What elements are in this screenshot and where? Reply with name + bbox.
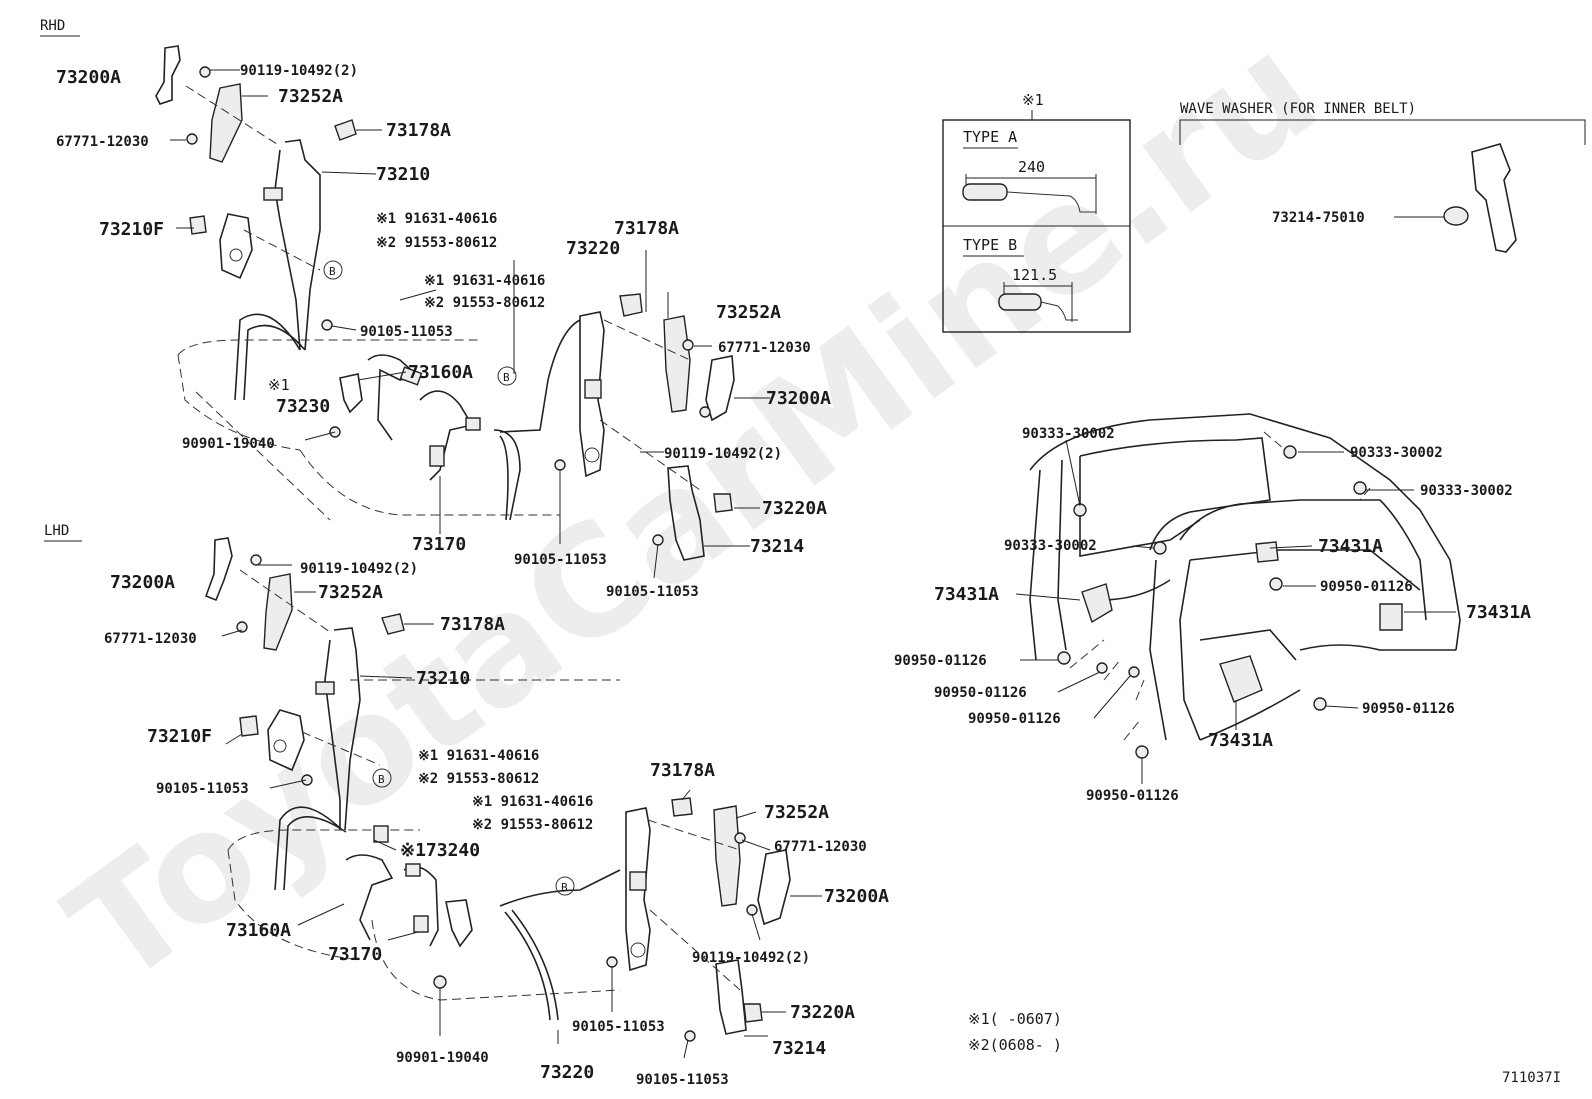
b-marker: B (329, 265, 336, 278)
label-90119-10492[interactable]: 90119-10492(2) (692, 950, 810, 966)
label-90333-30002[interactable]: 90333-30002 (1022, 426, 1115, 442)
label-73210F[interactable]: 73210F (147, 726, 212, 747)
label-67771-12030[interactable]: 67771-12030 (104, 631, 197, 647)
label-note-1: ※1 (268, 376, 290, 394)
label-90119-10492[interactable]: 90119-10492(2) (664, 446, 782, 462)
label-91553-80612[interactable]: ※2 91553-80612 (376, 235, 497, 251)
legend-note-2: ※2(0608- ) (968, 1036, 1062, 1054)
label-91553-80612[interactable]: ※2 91553-80612 (472, 817, 593, 833)
label-90950-01126[interactable]: 90950-01126 (1320, 579, 1413, 595)
lhd-drawing (204, 537, 791, 1042)
rhd-labels: 73200A 90119-10492(2) 73252A 67771-12030… (56, 63, 831, 600)
label-90105-11053[interactable]: 90105-11053 (606, 584, 699, 600)
label-67771-12030[interactable]: 67771-12030 (718, 340, 811, 356)
label-73170[interactable]: 73170 (328, 944, 382, 965)
label-90901-19040[interactable]: 90901-19040 (182, 436, 275, 452)
label-91631-40616[interactable]: ※1 91631-40616 (376, 211, 497, 227)
leader-lines (170, 69, 1456, 1059)
label-73200A[interactable]: 73200A (56, 67, 121, 88)
label-73178A[interactable]: 73178A (440, 614, 505, 635)
wave-washer-part: 73214-75010 (1272, 210, 1365, 226)
body-labels: 90333-30002 90333-30002 90333-30002 9033… (894, 426, 1531, 804)
label-73220[interactable]: 73220 (540, 1062, 594, 1083)
label-90105-11053[interactable]: 90105-11053 (156, 781, 249, 797)
section-lhd: LHD (44, 523, 69, 539)
label-73431A[interactable]: 73431A (1318, 536, 1383, 557)
label-90119-10492[interactable]: 90119-10492(2) (240, 63, 358, 79)
label-73214[interactable]: 73214 (772, 1038, 826, 1059)
wave-washer-title: WAVE WASHER (FOR INNER BELT) (1180, 101, 1416, 117)
label-73200A[interactable]: 73200A (766, 388, 831, 409)
label-90105-11053[interactable]: 90105-11053 (360, 324, 453, 340)
label-73230[interactable]: 73230 (276, 396, 330, 417)
label-73178A[interactable]: 73178A (386, 120, 451, 141)
label-90105-11053[interactable]: 90105-11053 (572, 1019, 665, 1035)
type-b-title: TYPE B (963, 236, 1017, 254)
label-91631-40616[interactable]: ※1 91631-40616 (418, 748, 539, 764)
label-73240[interactable]: ※173240 (400, 840, 480, 861)
label-73200A[interactable]: 73200A (824, 886, 889, 907)
watermark: ToyotaCarMine.ru (39, 2, 1348, 1019)
label-73431A[interactable]: 73431A (1208, 730, 1273, 751)
label-91553-80612[interactable]: ※2 91553-80612 (418, 771, 539, 787)
type-b-dim: 121.5 (1012, 266, 1057, 284)
label-73252A[interactable]: 73252A (764, 802, 829, 823)
lhd-labels: 73200A 90119-10492(2) 73252A 67771-12030… (104, 561, 889, 1088)
label-73200A[interactable]: 73200A (110, 572, 175, 593)
label-73210[interactable]: 73210 (376, 164, 430, 185)
label-90950-01126[interactable]: 90950-01126 (1086, 788, 1179, 804)
type-a-dim: 240 (1018, 158, 1045, 176)
label-91631-40616[interactable]: ※1 91631-40616 (472, 794, 593, 810)
label-73431A[interactable]: 73431A (1466, 602, 1531, 623)
type-a-title: TYPE A (963, 128, 1017, 146)
label-73178A[interactable]: 73178A (650, 760, 715, 781)
label-73178A[interactable]: 73178A (614, 218, 679, 239)
diagram-code: 711037I (1502, 1070, 1561, 1086)
label-73220[interactable]: 73220 (566, 238, 620, 259)
label-73220A[interactable]: 73220A (790, 1002, 855, 1023)
label-91631-40616[interactable]: ※1 91631-40616 (424, 273, 545, 289)
label-73160A[interactable]: 73160A (226, 920, 291, 941)
label-67771-12030[interactable]: 67771-12030 (56, 134, 149, 150)
label-90333-30002[interactable]: 90333-30002 (1350, 445, 1443, 461)
legend-note-1: ※1( -0607) (968, 1010, 1062, 1028)
label-73170[interactable]: 73170 (412, 534, 466, 555)
section-rhd: RHD (40, 18, 65, 34)
label-73252A[interactable]: 73252A (278, 86, 343, 107)
label-90119-10492[interactable]: 90119-10492(2) (300, 561, 418, 577)
label-90901-19040[interactable]: 90901-19040 (396, 1050, 489, 1066)
inset-box: ※1 TYPE A 240 TYPE B 121.5 (942, 91, 1131, 333)
label-73431A[interactable]: 73431A (934, 584, 999, 605)
b-marker: B (378, 773, 385, 786)
label-90333-30002[interactable]: 90333-30002 (1004, 538, 1097, 554)
label-73160A[interactable]: 73160A (408, 362, 473, 383)
label-91553-80612[interactable]: ※2 91553-80612 (424, 295, 545, 311)
label-73252A[interactable]: 73252A (318, 582, 383, 603)
label-73210[interactable]: 73210 (416, 668, 470, 689)
label-90105-11053[interactable]: 90105-11053 (514, 552, 607, 568)
label-90950-01126[interactable]: 90950-01126 (968, 711, 1061, 727)
b-marker: B (561, 881, 568, 894)
label-90950-01126[interactable]: 90950-01126 (934, 685, 1027, 701)
label-73220A[interactable]: 73220A (762, 498, 827, 519)
label-90333-30002[interactable]: 90333-30002 (1420, 483, 1513, 499)
b-marker: B (503, 371, 510, 384)
car-body-drawing (1029, 413, 1461, 759)
label-90950-01126[interactable]: 90950-01126 (894, 653, 987, 669)
label-67771-12030[interactable]: 67771-12030 (774, 839, 867, 855)
label-90950-01126[interactable]: 90950-01126 (1362, 701, 1455, 717)
label-73210F[interactable]: 73210F (99, 219, 164, 240)
label-73214[interactable]: 73214 (750, 536, 804, 557)
wave-washer-group: WAVE WASHER (FOR INNER BELT) 73214-75010 (1179, 101, 1586, 253)
label-90105-11053[interactable]: 90105-11053 (636, 1072, 729, 1088)
label-73252A[interactable]: 73252A (716, 302, 781, 323)
inset-marker: ※1 (1022, 91, 1044, 109)
